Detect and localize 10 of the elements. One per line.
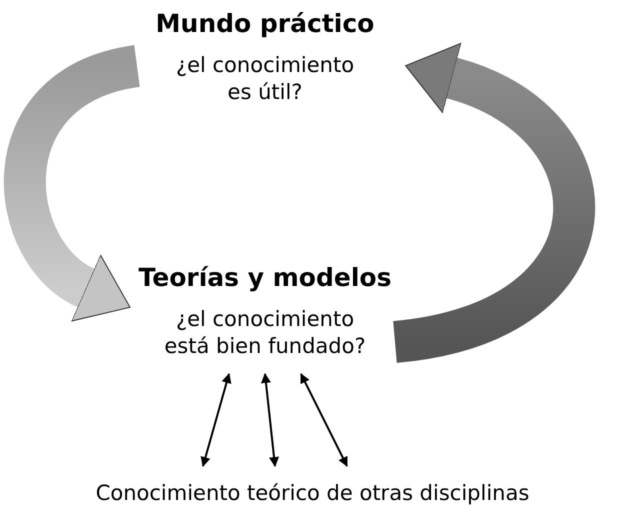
double-arrow [261, 373, 279, 467]
question-text: ¿el conocimiento está bien fundado? [163, 306, 367, 360]
double-arrow [200, 373, 232, 467]
curved-arrow [4, 46, 142, 320]
heading: Mundo práctico [154, 8, 376, 40]
curved-arrow [392, 44, 594, 363]
caption-text: Conocimiento teórico de otras disciplinas [96, 480, 530, 507]
heading: Teorías y modelos [138, 262, 392, 294]
double-arrow [300, 373, 348, 467]
question-text: ¿el conocimiento es útil? [174, 52, 356, 106]
